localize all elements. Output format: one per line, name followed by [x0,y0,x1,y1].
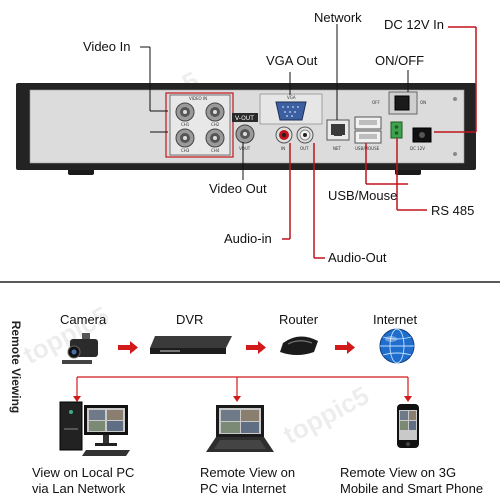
audio-in-port-label: IN [281,146,285,151]
rj45-port-icon [326,119,350,141]
remote-viewing-illustration [59,328,419,456]
label-audio-out: Audio-Out [328,250,387,265]
video-out-bnc-icon [235,124,255,144]
v-out-label: V-OUT [235,115,254,122]
switch-on-label: ON [420,100,426,105]
power-switch-icon [394,95,410,111]
usb-mouse-panel-label: USB/MOUSE [355,146,380,151]
ch2-label: CH2 [211,122,220,127]
caption-mobile-line1: Remote View on 3G [340,465,457,480]
vga-port-icon [275,101,307,121]
caption-local-pc-line2: via Lan Network [32,481,126,496]
rs485-terminal-icon [390,121,403,139]
camera-icon [62,333,98,364]
caption-remote-pc: Remote View on PC via Internet [200,465,295,497]
smartphone-icon [397,404,419,448]
flow-arrow-icon [246,341,266,354]
label-usb-mouse: USB/Mouse [328,188,398,203]
panel-video-in-label: VIDEO IN [189,96,207,101]
label-audio-in: Audio-in [224,231,272,246]
section-divider [0,281,500,283]
label-video-in: Video In [83,39,131,54]
caption-remote-pc-line2: PC via Internet [200,481,286,496]
vga-panel-label: VGA [287,95,296,100]
dvr-rear-panel-illustration: VIDEO IN CH1 CH2 CH3 CH4 V-OUT VOUT VGA [16,24,477,259]
label-dvr: DVR [176,312,204,327]
bnc-connector-icon [205,102,225,122]
label-video-out: Video Out [209,181,267,196]
flow-arrow-icon [118,341,138,354]
label-router: Router [279,312,319,327]
screw-icon [453,97,457,101]
audio-in-jack-icon [275,126,293,144]
audio-out-jack-icon [296,126,314,144]
bnc-connector-icon [205,128,225,148]
label-network: Network [314,10,362,25]
internet-globe-icon [379,328,415,364]
caption-local-pc-line1: View on Local PC [32,465,135,480]
dc-power-jack-icon [412,127,432,143]
ch3-label: CH3 [181,148,190,153]
usb-port-icon [354,116,382,144]
router-icon [280,336,318,355]
caption-local-pc: View on Local PC via Lan Network [32,465,134,497]
laptop-icon [206,405,274,452]
video-in-port-block [169,94,231,156]
bnc-connector-icon [175,128,195,148]
v-out-header [232,113,258,122]
desktop-pc-icon [59,401,130,456]
label-vga-out: VGA Out [266,53,318,68]
caption-mobile: Remote View on 3G Mobile and Smart Phone [340,465,483,497]
switch-off-label: OFF [372,100,380,105]
label-camera: Camera [60,312,107,327]
label-dc-12v-in: DC 12V In [384,17,444,32]
dc12v-panel-label: DC 12V [410,146,425,151]
dvr-device-icon [150,336,232,354]
ch4-label: CH4 [211,148,220,153]
label-rs485: RS 485 [431,203,475,218]
net-label: NET [333,146,342,151]
caption-remote-pc-line1: Remote View on [200,465,296,480]
caption-mobile-line2: Mobile and Smart Phone [340,481,484,496]
screw-icon [453,152,457,156]
audio-out-port-label: OUT [300,146,309,151]
label-on-off: ON/OFF [375,53,425,68]
video-in-highlight [165,92,234,158]
ch1-label: CH1 [181,122,190,127]
bnc-connector-icon [175,102,195,122]
flow-arrow-icon [335,341,355,354]
label-internet: Internet [373,312,418,327]
vout-port-label: VOUT [239,146,251,151]
